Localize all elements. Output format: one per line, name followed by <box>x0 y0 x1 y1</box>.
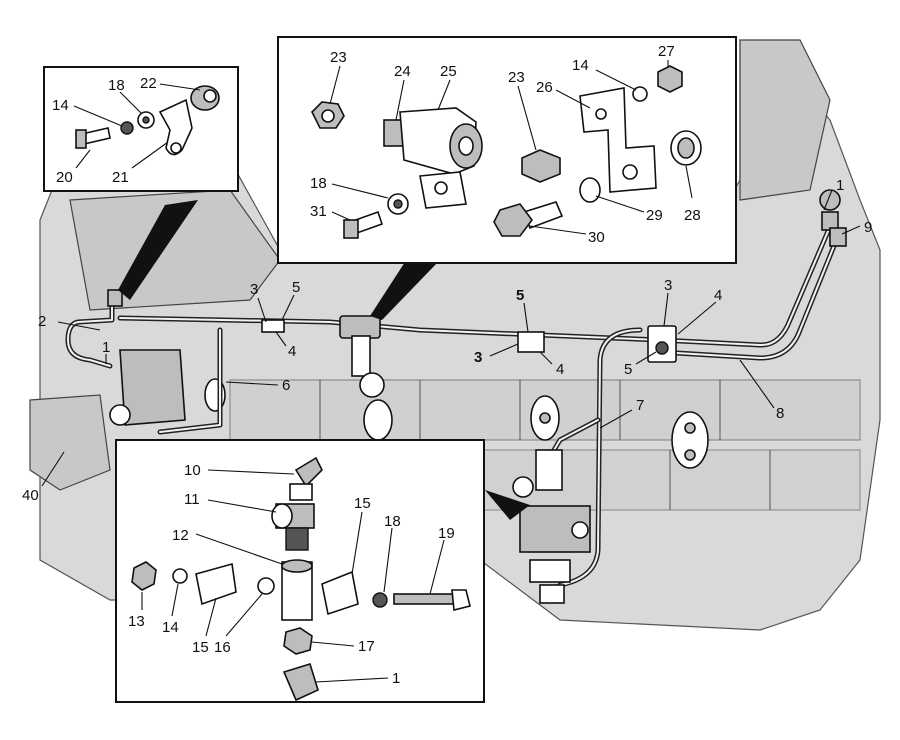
callout-15: 15 <box>192 639 209 656</box>
callout-4: 4 <box>556 361 564 378</box>
callout-28: 28 <box>684 207 701 224</box>
callout-4: 4 <box>714 287 722 304</box>
callout-labels: 1 9 2 1 3 5 4 6 5 3 4 3 4 5 8 7 40 14 18… <box>22 43 872 687</box>
callout-8: 8 <box>776 405 784 422</box>
callout-31: 31 <box>310 203 327 220</box>
callout-18: 18 <box>310 175 327 192</box>
callout-24: 24 <box>394 63 411 80</box>
callout-13: 13 <box>128 613 145 630</box>
callout-26: 26 <box>536 79 553 96</box>
callout-5: 5 <box>516 287 524 304</box>
callout-22: 22 <box>140 75 157 92</box>
callout-4: 4 <box>288 343 296 360</box>
inset-fitting-detail <box>115 439 485 703</box>
callout-3: 3 <box>474 349 482 366</box>
callout-1: 1 <box>836 177 844 194</box>
callout-5: 5 <box>292 279 300 296</box>
callout-27: 27 <box>658 43 675 60</box>
callout-11: 11 <box>184 491 200 508</box>
callout-1: 1 <box>102 339 110 356</box>
callout-25: 25 <box>440 63 457 80</box>
callout-3: 3 <box>250 281 258 298</box>
callout-40: 40 <box>22 487 39 504</box>
callout-1: 1 <box>392 670 400 687</box>
callout-12: 12 <box>172 527 189 544</box>
callout-20: 20 <box>56 169 73 186</box>
callout-18: 18 <box>108 77 125 94</box>
callout-15: 15 <box>354 495 371 512</box>
callout-14: 14 <box>572 57 589 74</box>
callout-6: 6 <box>282 377 290 394</box>
callout-17: 17 <box>358 638 375 655</box>
callout-23: 23 <box>330 49 347 66</box>
callout-23: 23 <box>508 69 525 86</box>
callout-9: 9 <box>864 219 872 236</box>
main-assembly-parts <box>107 200 847 604</box>
callout-5: 5 <box>624 361 632 378</box>
inset-clamp-detail <box>43 66 239 192</box>
callout-10: 10 <box>184 462 201 479</box>
callout-30: 30 <box>588 229 605 246</box>
callout-16: 16 <box>214 639 231 656</box>
callout-14: 14 <box>162 619 179 636</box>
callout-7: 7 <box>636 397 644 414</box>
callout-3: 3 <box>664 277 672 294</box>
callout-2: 2 <box>38 313 46 330</box>
inset-valve-detail <box>277 36 737 264</box>
callout-14: 14 <box>52 97 69 114</box>
callout-19: 19 <box>438 525 455 542</box>
callout-29: 29 <box>646 207 663 224</box>
callout-21: 21 <box>112 169 129 186</box>
leader-lines <box>41 60 861 683</box>
callout-18: 18 <box>384 513 401 530</box>
